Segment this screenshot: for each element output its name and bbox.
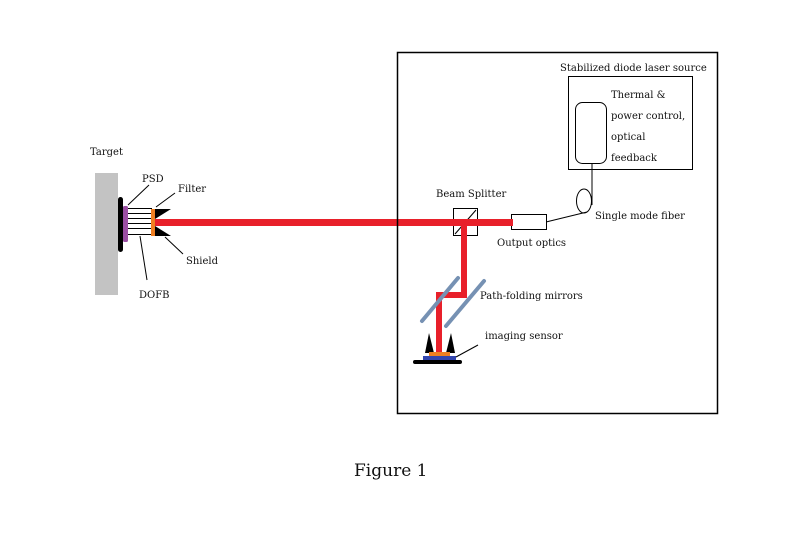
laser-beam-to-sensor	[436, 292, 442, 353]
laser-diode-module	[575, 102, 607, 164]
label-filter: Filter	[178, 184, 206, 195]
laser-beam-fold	[436, 292, 467, 298]
laser-beam-down	[461, 222, 467, 298]
sensor-chip	[423, 356, 456, 360]
label-shield: Shield	[186, 256, 219, 267]
psd-leader	[127, 184, 150, 206]
fiber-to-optics	[545, 211, 588, 223]
sensor-filter	[429, 352, 450, 357]
filter	[151, 209, 155, 236]
label-control-4: feedback	[611, 153, 658, 164]
mirror-upper	[444, 279, 486, 328]
label-control-2: power control,	[611, 111, 685, 122]
label-psd: PSD	[142, 174, 164, 185]
label-sensor: imaging sensor	[485, 331, 563, 342]
label-output-optics: Output optics	[497, 238, 566, 249]
output-optics	[511, 214, 547, 230]
label-beam-splitter: Beam Splitter	[436, 189, 506, 200]
label-control-1: Thermal &	[611, 90, 666, 101]
figure-caption: Figure 1	[354, 461, 427, 481]
label-dofb: DOFB	[139, 290, 170, 301]
sensor-leader	[455, 344, 479, 358]
laser-beam-horizontal	[155, 219, 513, 226]
target-wall	[95, 173, 118, 295]
psd	[123, 206, 128, 242]
shield-lower	[155, 226, 171, 236]
sensor-shield-right	[446, 333, 455, 353]
laser-source-box	[568, 76, 693, 170]
system-enclosure	[396, 51, 719, 415]
filter-leader	[155, 192, 176, 208]
shield-leader	[164, 236, 184, 255]
beam-over-splitter	[453, 219, 513, 226]
label-fiber: Single mode fiber	[595, 211, 685, 222]
beam-over-splitter-vertical	[461, 219, 467, 236]
sensor-shield-left	[425, 333, 434, 353]
fiber-loop	[576, 188, 592, 214]
dofb-leader	[139, 235, 148, 281]
shield-upper	[155, 209, 171, 219]
label-control-3: optical	[611, 132, 645, 143]
label-target: Target	[90, 147, 123, 158]
label-laser-source: Stabilized diode laser source	[560, 63, 707, 74]
dofb-fiber-bundle	[128, 208, 152, 235]
leader-lines	[127, 184, 479, 358]
mirror-lower	[420, 276, 460, 323]
label-mirrors: Path-folding mirrors	[480, 291, 583, 302]
psd-mount	[118, 197, 123, 252]
sensor-base	[413, 360, 462, 364]
